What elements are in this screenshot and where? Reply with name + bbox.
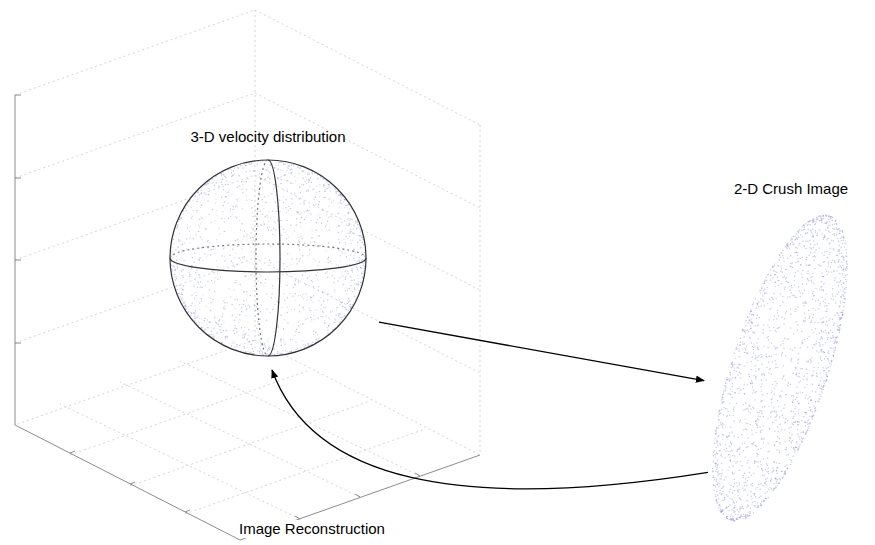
axes-frame xyxy=(15,95,480,540)
crush-image-dots xyxy=(712,215,848,522)
arrow-label: Image Reconstruction xyxy=(237,520,387,538)
sphere-outline xyxy=(170,160,366,356)
sphere-dots xyxy=(170,161,365,356)
sphere-figure: 3-D velocity distribution xyxy=(165,128,371,362)
axes-grid xyxy=(15,10,480,519)
crush-image-figure: 2-D Crush Image xyxy=(712,180,870,520)
figure-caption: 2-D Crush Image xyxy=(712,180,870,198)
flow-arrow xyxy=(379,322,704,380)
figure-caption: 3-D velocity distribution xyxy=(165,128,371,146)
flow-arrow xyxy=(272,370,708,489)
